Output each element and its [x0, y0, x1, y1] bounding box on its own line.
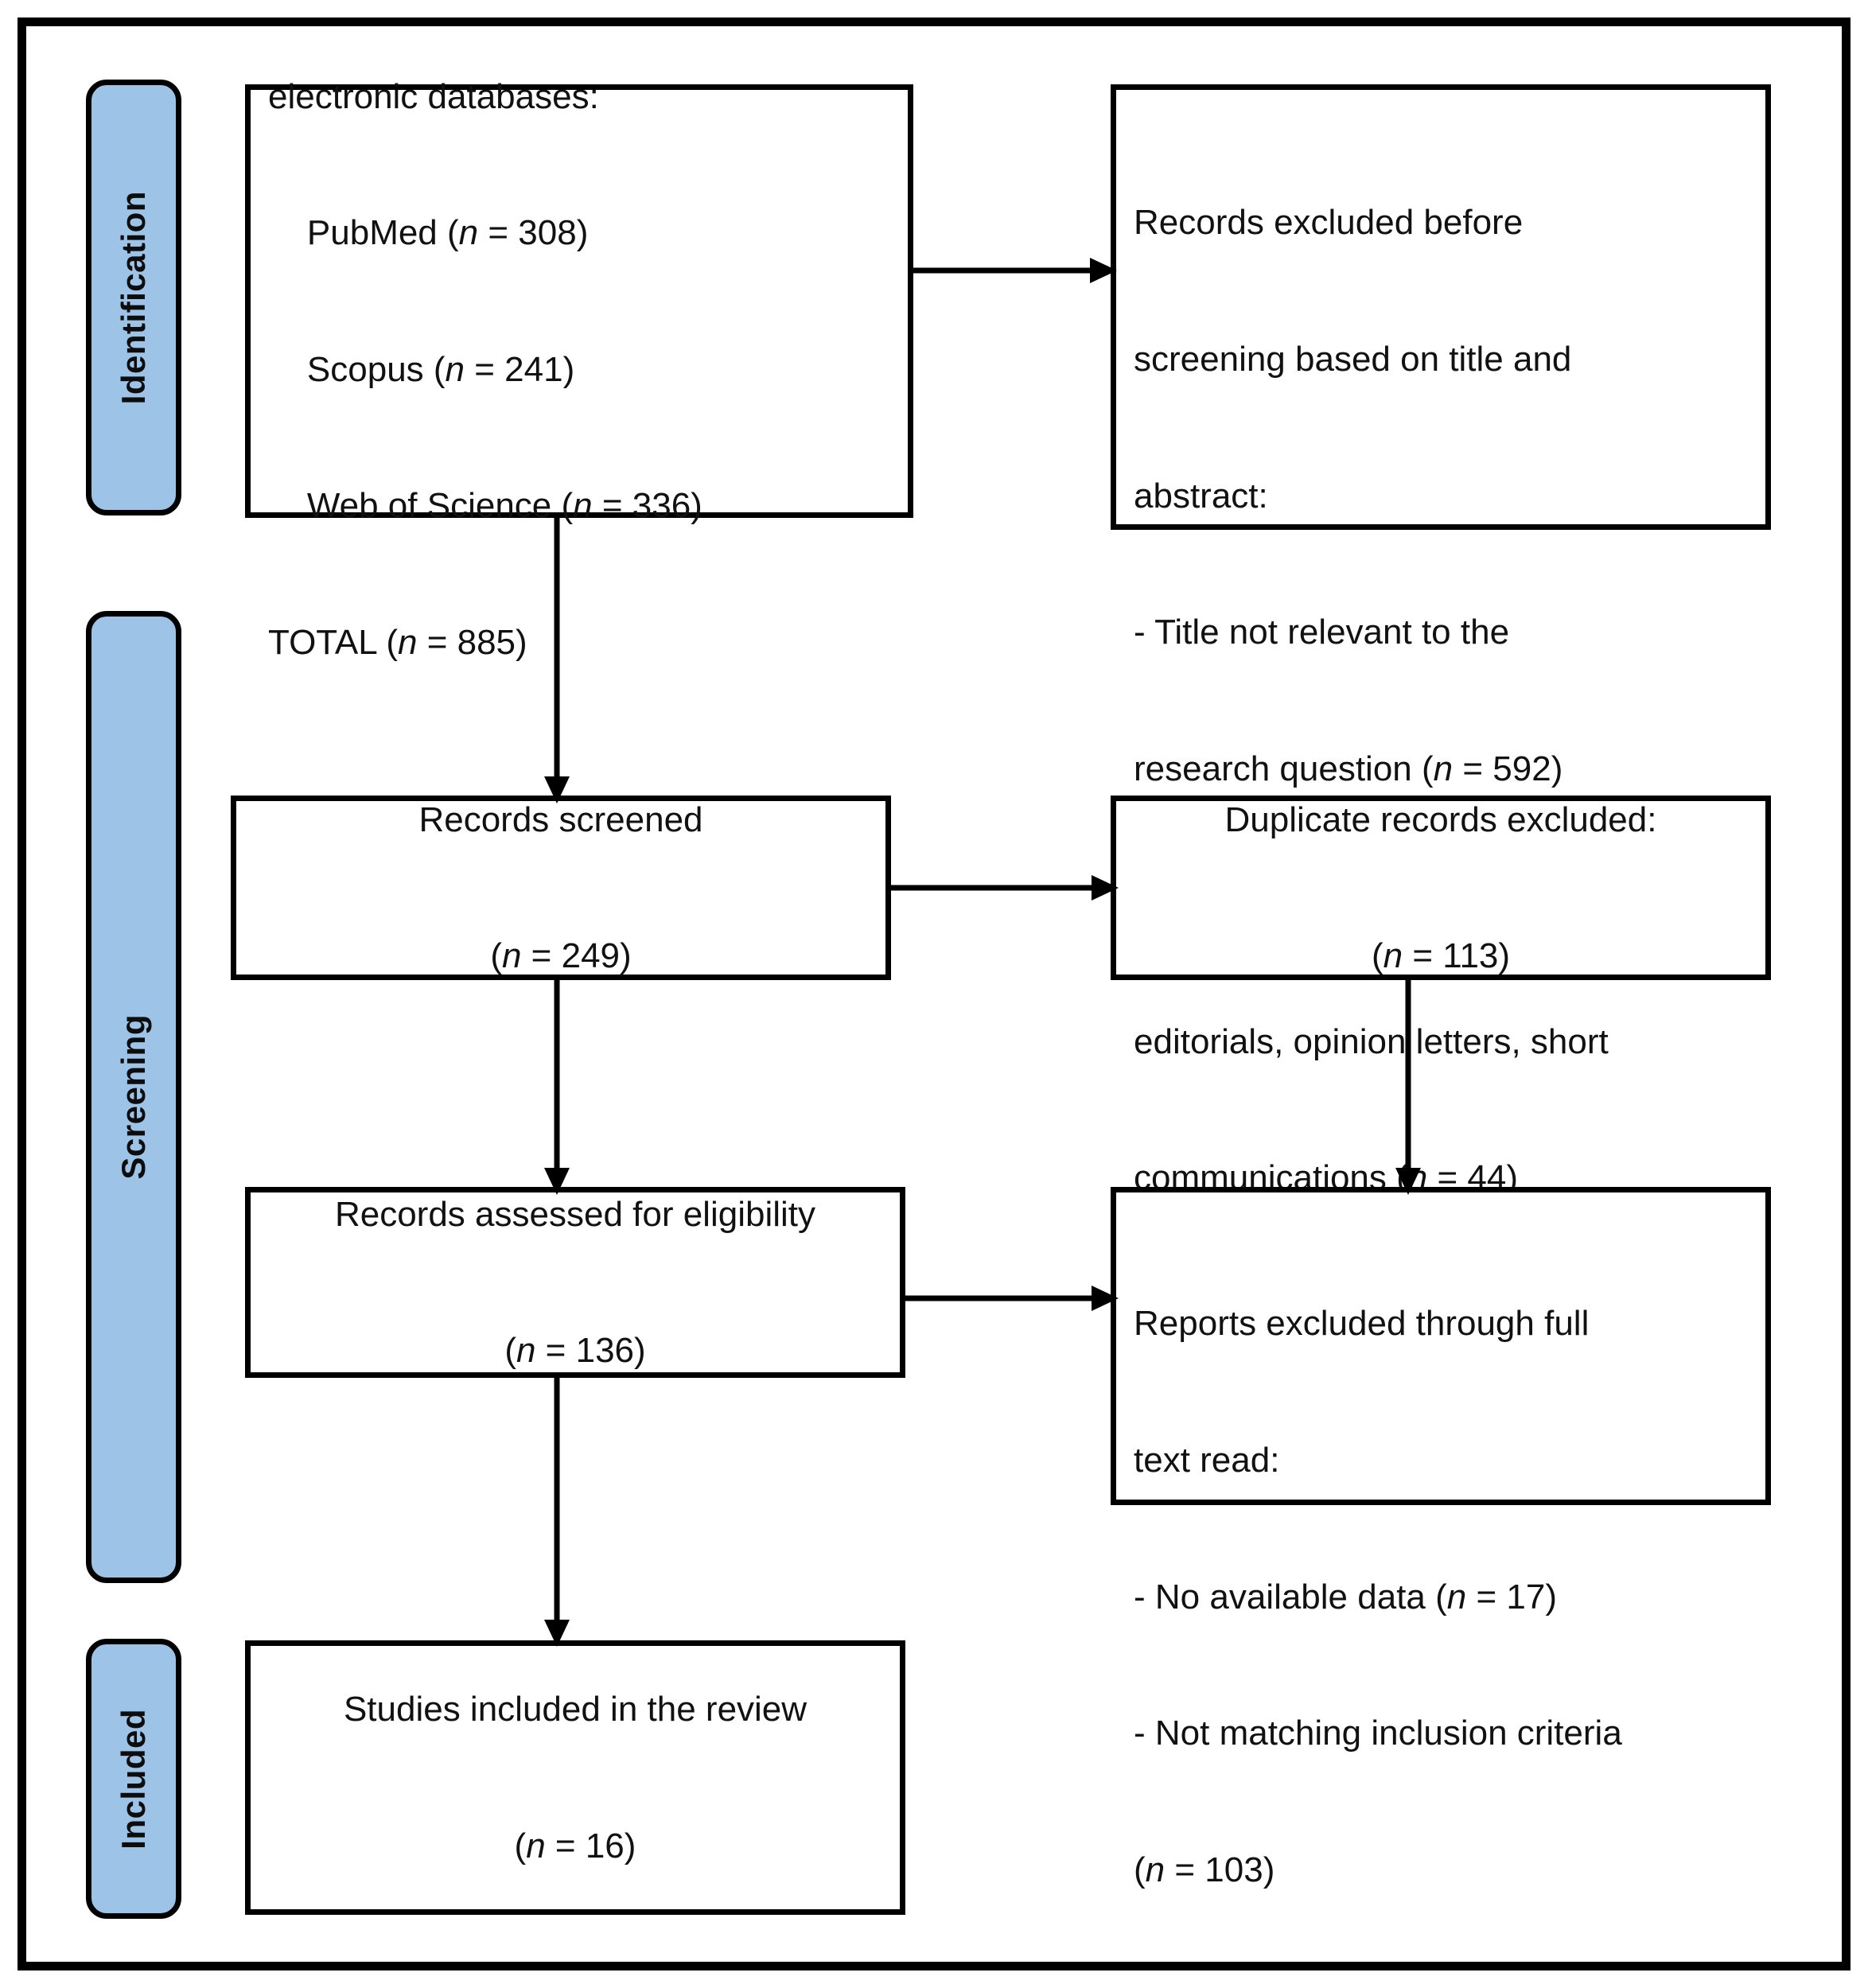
stage-label-screening: Screening: [115, 1014, 152, 1180]
studies-included-n: n: [526, 1826, 546, 1865]
excluded-before-line1: Records excluded before: [1134, 203, 1524, 243]
excluded-before-editorials-reason: editorials, opinion letters, short: [1134, 1021, 1609, 1061]
assessed-eligibility-paren-open: (: [504, 1331, 516, 1371]
box-records-screened: Records screened (n = 249): [231, 796, 891, 980]
reports-excluded-no-data-label: - No available data (: [1134, 1577, 1447, 1616]
records-identified-wos-label: Web of Science (: [268, 486, 574, 526]
reports-excluded-no-data-n: n: [1446, 1577, 1467, 1616]
records-identified-scopus-label: Scopus (: [268, 349, 446, 389]
stage-bar-identification: Identification: [86, 80, 181, 515]
records-screened-value: = 249): [521, 936, 632, 976]
box-reports-excluded-fulltext-text: Reports excluded through full text read:…: [1134, 1210, 1748, 1988]
reports-excluded-criteria-paren-open: (: [1134, 1850, 1146, 1889]
box-reports-excluded-fulltext: Reports excluded through full text read:…: [1111, 1187, 1771, 1988]
studies-included-paren-open: (: [514, 1826, 527, 1865]
assessed-eligibility-n: n: [516, 1331, 536, 1371]
reports-excluded-line2: text read:: [1134, 1440, 1280, 1480]
excluded-before-line2: screening based on title and: [1134, 339, 1572, 379]
stage-bar-included: Included: [86, 1639, 181, 1919]
records-identified-line2: electronic databases:: [268, 76, 599, 116]
excluded-before-research-question-n: n: [1433, 749, 1454, 788]
assessed-eligibility-value: = 136): [535, 1331, 646, 1371]
studies-included-value: = 16): [545, 1826, 636, 1865]
reports-excluded-criteria-n: n: [1145, 1850, 1166, 1889]
studies-included-label: Studies included in the review: [343, 1690, 808, 1729]
records-identified-scopus-n: n: [445, 349, 465, 389]
assessed-eligibility-label: Records assessed for eligibility: [334, 1194, 816, 1234]
arrow-assessed-eligibility-to-reports-excluded: [905, 1282, 1119, 1314]
arrow-records-screened-to-duplicates-excluded: [891, 872, 1119, 904]
box-records-identified: Records identified from electronic datab…: [245, 77, 913, 662]
arrow-records-screened-to-assessed-eligibility: [541, 978, 573, 1195]
excluded-before-title-reason: - Title not relevant to the: [1134, 613, 1510, 652]
reports-excluded-total-value: = 120): [1282, 1986, 1393, 1988]
records-identified-scopus-value: = 241): [465, 349, 575, 389]
records-screened-n: n: [501, 936, 522, 976]
duplicates-excluded-paren-open: (: [1371, 936, 1383, 976]
reports-excluded-total-label: TOTAL (: [1134, 1986, 1263, 1988]
reports-excluded-total-n: n: [1263, 1986, 1282, 1988]
records-identified-pubmed-n: n: [458, 213, 479, 253]
reports-excluded-criteria-value: = 103): [1165, 1850, 1275, 1889]
excluded-before-research-question-value: = 592): [1453, 749, 1563, 788]
arrow-duplicates-excluded-to-reports-excluded: [1392, 978, 1424, 1195]
box-records-assessed-eligibility-text: Records assessed for eligibility (n = 13…: [268, 1100, 882, 1465]
stage-label-identification: Identification: [115, 190, 152, 405]
records-screened-label: Records screened: [418, 799, 703, 839]
arrow-identified-to-excluded-before-screening: [913, 255, 1117, 286]
records-identified-total-n: n: [397, 622, 418, 662]
duplicates-excluded-n: n: [1383, 936, 1403, 976]
excluded-before-research-question-label: research question (: [1134, 749, 1434, 788]
stage-bar-screening: Screening: [86, 611, 181, 1583]
arrow-identified-to-records-screened: [541, 515, 573, 803]
box-studies-included-text: Studies included in the review (n = 16): [268, 1596, 882, 1960]
box-studies-included: Studies included in the review (n = 16): [245, 1640, 905, 1915]
records-screened-paren-open: (: [490, 936, 502, 976]
duplicates-excluded-label: Duplicate records excluded:: [1224, 799, 1657, 839]
box-duplicate-records-excluded-text: Duplicate records excluded: (n = 113): [1134, 706, 1748, 1070]
records-identified-wos-value: = 336): [592, 486, 702, 526]
records-identified-total-value: = 885): [417, 622, 527, 662]
box-records-assessed-eligibility: Records assessed for eligibility (n = 13…: [245, 1187, 905, 1378]
box-records-screened-text: Records screened (n = 249): [254, 706, 868, 1070]
records-identified-wos-n: n: [573, 486, 593, 526]
box-duplicate-records-excluded: Duplicate records excluded: (n = 113): [1111, 796, 1771, 980]
stage-label-included: Included: [115, 1708, 152, 1850]
records-identified-pubmed-label: PubMed (: [268, 213, 459, 253]
arrow-assessed-eligibility-to-studies-included: [541, 1376, 573, 1647]
excluded-before-line3: abstract:: [1134, 476, 1268, 515]
reports-excluded-no-data-value: = 17): [1466, 1577, 1557, 1616]
reports-excluded-criteria-label: - Not matching inclusion criteria: [1134, 1714, 1622, 1753]
duplicates-excluded-value: = 113): [1403, 936, 1511, 976]
box-records-excluded-before-screening: Records excluded before screening based …: [1111, 84, 1771, 1334]
records-identified-total-label: TOTAL (: [268, 622, 398, 662]
box-records-identified-text: Records identified from electronic datab…: [268, 0, 890, 756]
reports-excluded-line1: Reports excluded through full: [1134, 1304, 1590, 1344]
records-identified-pubmed-value: = 308): [478, 213, 589, 253]
